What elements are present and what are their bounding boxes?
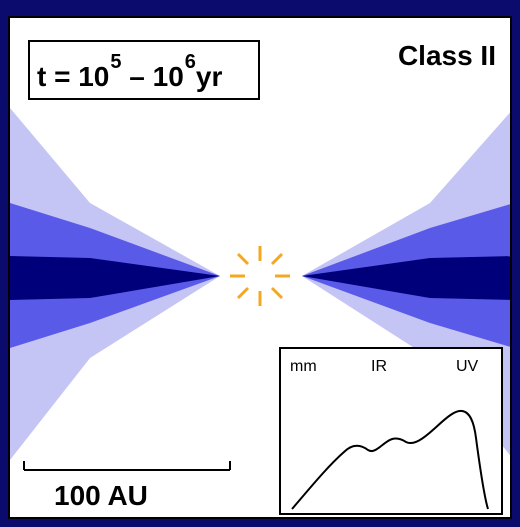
time-prefix: t = 10 <box>37 61 110 92</box>
time-exponent-start: 5 <box>110 51 122 73</box>
time-range-box: t = 105 – 106yr <box>28 40 260 100</box>
star-icon <box>230 246 290 306</box>
time-exponent-end: 6 <box>184 51 196 73</box>
scale-bar <box>23 461 231 471</box>
scale-bar-label: 100 AU <box>54 480 148 511</box>
time-unit: yr <box>195 61 223 92</box>
sed-label-mm: mm <box>290 358 317 375</box>
sed-curve <box>291 409 489 510</box>
time-dash: – 10 <box>121 61 184 92</box>
diagram-frame: t = 105 – 106yr Class II 100 AU mm IR UV <box>8 16 512 519</box>
disk-left-inner <box>10 256 220 300</box>
disk-right-inner <box>302 256 510 300</box>
sed-inset-box <box>279 347 503 515</box>
sed-label-uv: UV <box>456 358 479 375</box>
disk-illustration <box>10 108 510 515</box>
sed-label-ir: IR <box>371 358 387 375</box>
class-label: Class II <box>397 40 496 71</box>
